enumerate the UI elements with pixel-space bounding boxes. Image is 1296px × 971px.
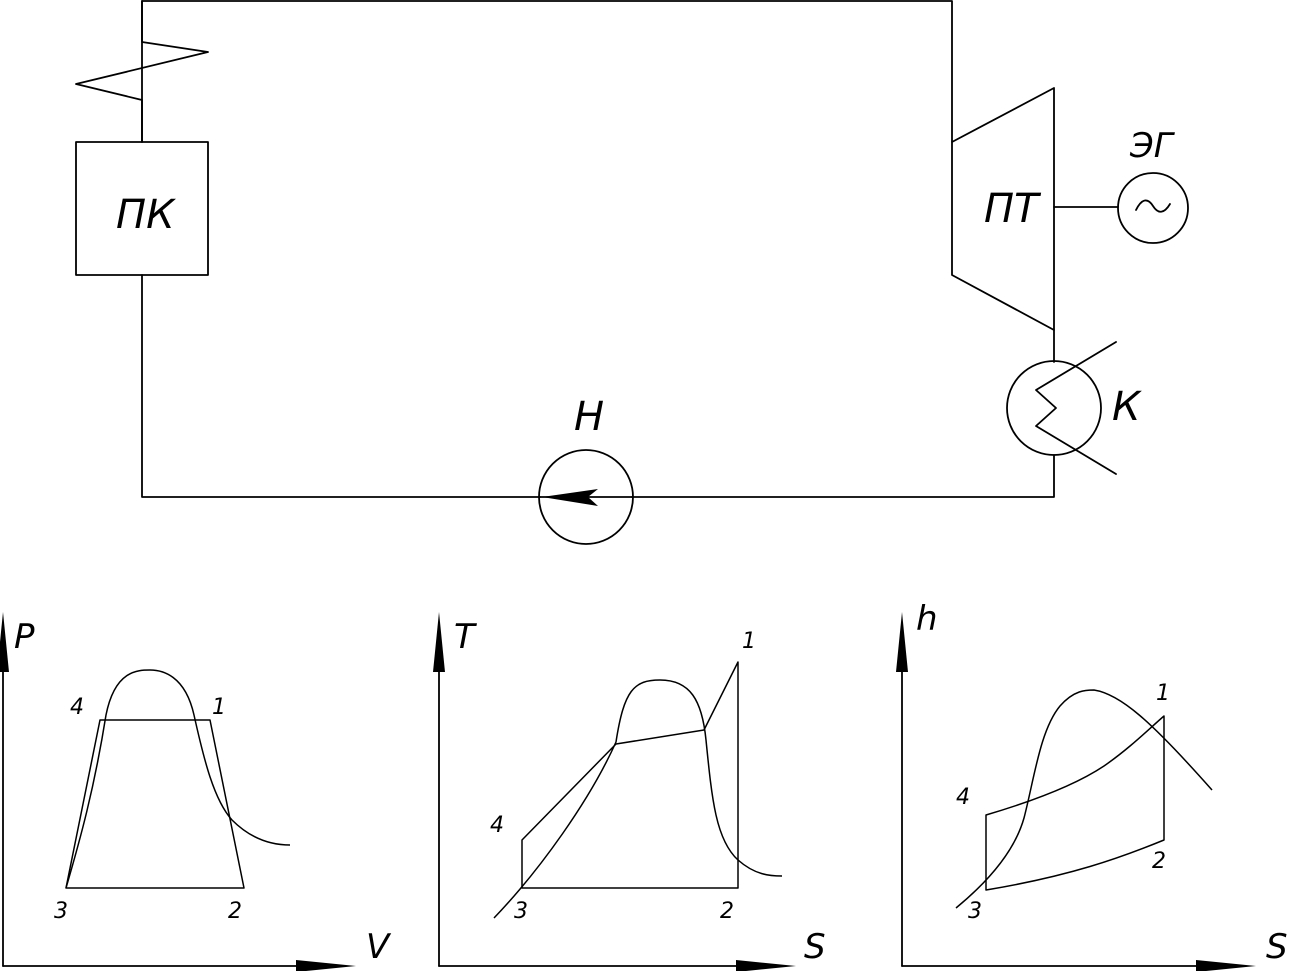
superheater-coil — [75, 0, 209, 143]
pv-point-3: 3 — [54, 899, 68, 924]
condenser-circle — [1006, 360, 1102, 456]
ts-diagram: T S 4 1 3 2 — [433, 612, 826, 971]
pv-y-label: P — [14, 617, 35, 657]
bottom-pipe — [631, 454, 1055, 498]
generator-circle — [1117, 172, 1189, 244]
pv-point-2: 2 — [228, 899, 242, 924]
ts-x-label: S — [804, 927, 826, 967]
hs-y-label: h — [916, 599, 938, 639]
ts-y-arrow-icon — [433, 612, 445, 672]
pv-x-arrow-icon — [296, 960, 356, 971]
pv-diagram: P V 4 1 3 2 — [0, 612, 392, 971]
pump-arrow-icon — [542, 489, 598, 506]
plant-schematic: ПК ПТ ЭГ К Н — [75, 0, 1189, 545]
ts-point-2: 2 — [720, 899, 734, 924]
ts-point-4: 4 — [490, 813, 504, 838]
top-pipe — [141, 0, 953, 143]
pv-point-1: 1 — [212, 695, 226, 720]
hs-diagram: h S 4 1 3 2 — [896, 599, 1288, 971]
hs-point-3: 3 — [968, 899, 982, 924]
generator-label: ЭГ — [1129, 126, 1176, 166]
pv-point-4: 4 — [70, 695, 84, 720]
ts-cycle — [521, 661, 739, 889]
hs-point-1: 1 — [1156, 681, 1170, 706]
hs-cycle — [985, 715, 1165, 891]
pv-cycle — [65, 719, 245, 889]
condenser-coil — [1035, 341, 1117, 475]
hs-saturation-curve — [955, 689, 1213, 909]
ts-point-3: 3 — [514, 899, 528, 924]
pv-y-arrow-icon — [0, 612, 9, 672]
ts-x-arrow-icon — [736, 960, 796, 971]
boiler-label: ПК — [116, 192, 176, 238]
ts-point-1: 1 — [742, 629, 756, 654]
pump-label: Н — [574, 394, 604, 440]
hs-y-arrow-icon — [896, 612, 908, 672]
condenser-label: К — [1112, 384, 1142, 430]
turbine-label: ПТ — [984, 186, 1042, 232]
hs-point-4: 4 — [956, 785, 970, 810]
pv-x-label: V — [366, 927, 392, 967]
generator-sine-icon — [1135, 199, 1171, 213]
hs-point-2: 2 — [1152, 849, 1166, 874]
ts-y-label: T — [454, 617, 477, 657]
left-pipe — [141, 274, 541, 498]
hs-x-label: S — [1266, 927, 1288, 967]
hs-x-arrow-icon — [1196, 960, 1256, 971]
pump-circle — [538, 449, 634, 545]
ts-saturation-dome — [493, 679, 783, 919]
pv-saturation-dome — [65, 669, 291, 889]
